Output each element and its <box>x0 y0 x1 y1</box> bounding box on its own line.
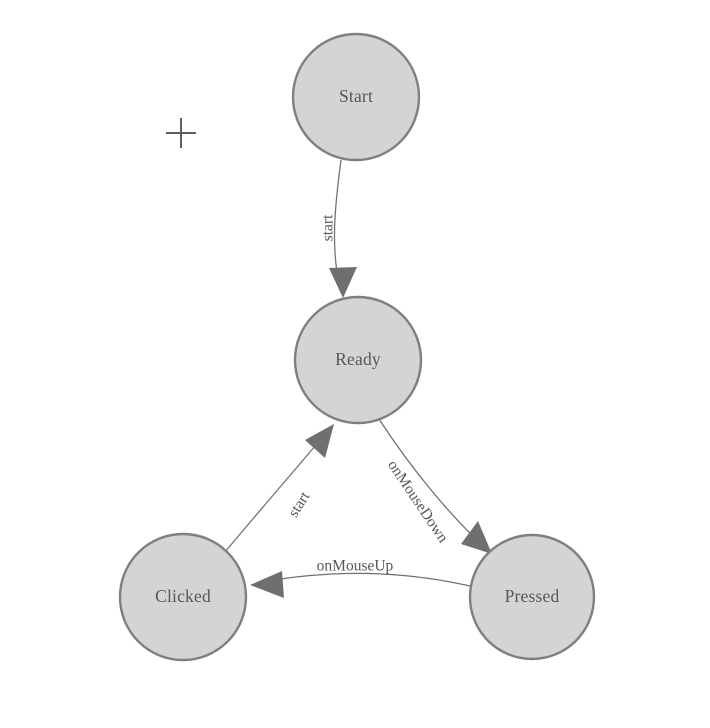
edge-pressed-to-clicked[interactable]: onMouseUp <box>250 558 471 598</box>
node-clicked-label: Clicked <box>155 586 211 606</box>
crosshair-marker <box>166 118 196 148</box>
node-ready-circle[interactable] <box>293 295 423 425</box>
edge-pressed-to-clicked-arrowhead <box>250 571 284 598</box>
edge-ready-to-pressed-arrowhead <box>461 521 492 554</box>
edge-ready-to-pressed-label: onMouseDown <box>384 457 452 546</box>
node-start-label: Start <box>339 86 373 106</box>
node-clicked-circle[interactable] <box>118 532 248 662</box>
node-pressed-circle[interactable] <box>468 533 596 661</box>
edge-clicked-to-ready-label: start <box>285 488 314 520</box>
node-pressed[interactable]: Pressed <box>468 533 596 661</box>
edge-ready-to-pressed[interactable]: onMouseDown <box>378 418 492 554</box>
node-ready-label: Ready <box>335 349 381 369</box>
edge-clicked-to-ready[interactable]: start <box>224 424 334 553</box>
edge-pressed-to-clicked-path <box>261 572 471 587</box>
edge-pressed-to-clicked-label: onMouseUp <box>317 558 394 575</box>
node-clicked[interactable]: Clicked <box>118 532 248 662</box>
node-start[interactable]: Start <box>291 32 421 162</box>
node-pressed-label: Pressed <box>505 586 560 606</box>
edge-start-to-ready-label: start <box>320 214 337 241</box>
edge-clicked-to-ready-path <box>224 432 327 553</box>
node-ready[interactable]: Ready <box>293 295 423 425</box>
edge-start-to-ready[interactable]: start <box>320 159 357 298</box>
edge-clicked-to-ready-arrowhead <box>305 424 334 458</box>
edge-start-to-ready-arrowhead <box>329 267 357 298</box>
node-start-circle[interactable] <box>291 32 421 162</box>
